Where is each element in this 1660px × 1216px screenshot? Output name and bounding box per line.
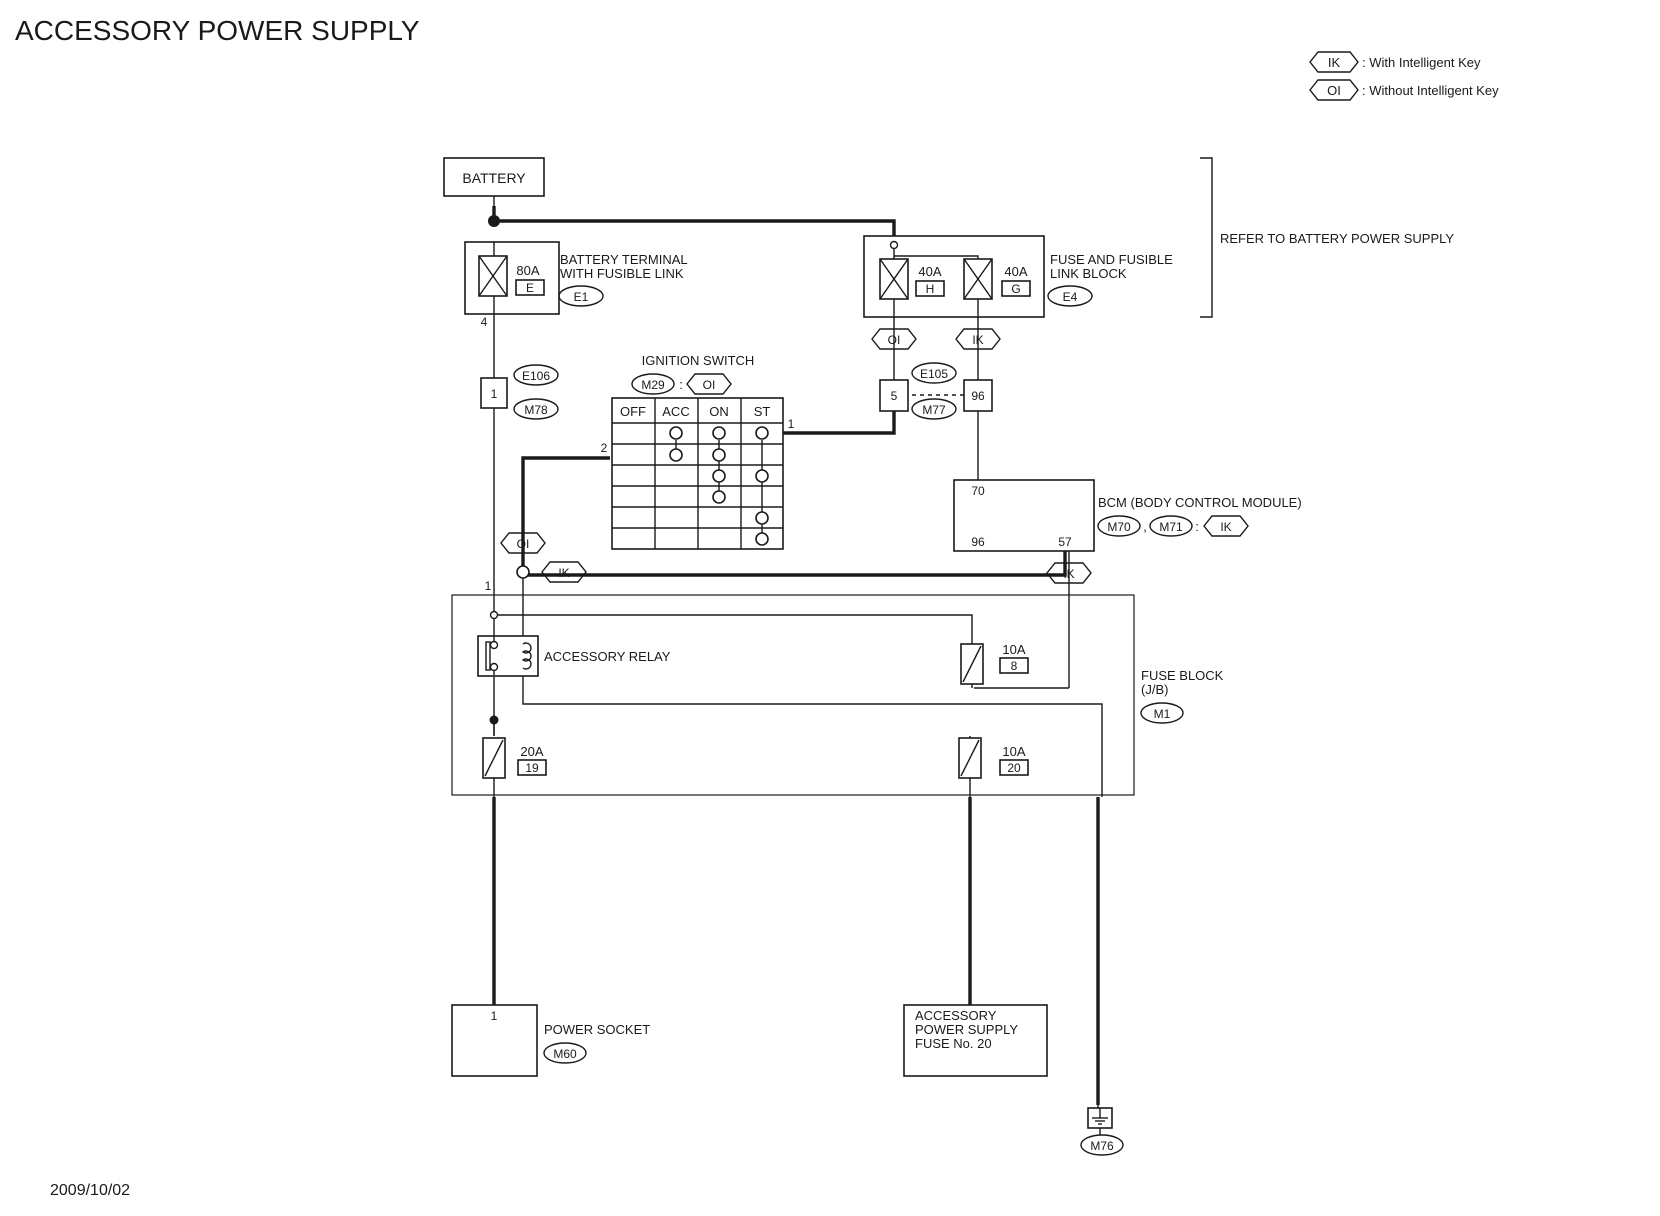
bcm-sep: : [1195,519,1199,534]
fuse-block: 1 ACCESSORY RELAY 10A 8 20A 1 [451,579,1224,796]
accessory-relay: ACCESSORY RELAY [477,633,671,677]
link-h-id: H [926,282,935,296]
acc-line1: ACCESSORY [915,1008,997,1023]
e105-conn-bottom: M77 [922,403,946,417]
fb-pin-in: 1 [485,579,492,593]
ign-col-acc: ACC [662,404,689,419]
link-g-amp: 40A [1004,264,1027,279]
power-socket: 1 POWER SOCKET M60 [451,1004,650,1077]
e106-conn-bottom: M78 [524,403,548,417]
bcm-comma: , [1143,519,1147,534]
ign-grid: OFF ACC ON ST [611,397,784,550]
joint-e106: 1 E106 M78 [480,364,559,420]
flb-tag-ik: IK [972,333,983,347]
fuse-19: 20A 19 [482,737,547,779]
e105-pin-left: 5 [891,389,898,403]
bt-connector: E1 [574,290,589,304]
e106-pin: 1 [491,387,498,401]
fuse8-id: 8 [1011,659,1018,673]
wire-tags: OI IK IK [500,532,1092,584]
bt-line1: BATTERY TERMINAL [560,252,688,267]
ignition-switch: IGNITION SWITCH M29 : OI OFF ACC ON ST [601,353,795,550]
legend-oi-text: : Without Intelligent Key [1362,83,1499,98]
ign-tag: OI [703,378,716,392]
ign-col-off: OFF [620,404,646,419]
fuse19-id: 19 [525,761,539,775]
ps-connector: M60 [553,1047,577,1061]
bt-line2: WITH FUSIBLE LINK [560,266,684,281]
fuse-20: 10A 20 [958,737,1029,779]
e106-conn-top: E106 [522,369,550,383]
legend-oi: OI : Without Intelligent Key [1309,79,1499,101]
bcm-pin-top: 70 [971,484,985,498]
flb-connector: E4 [1063,290,1078,304]
e105-pin-right: 96 [971,389,985,403]
bcm-pin-bl: 96 [971,535,985,549]
link-h-amp: 40A [918,264,941,279]
ign-pin-left: 2 [601,441,608,455]
bt-id: E [526,281,534,295]
fuse20-amp: 10A [1002,744,1025,759]
fb-connector: M1 [1154,707,1171,721]
ign-connector: M29 [641,378,665,392]
fuse-8: 10A 8 [960,642,1029,685]
bcm-pin-br: 57 [1058,535,1072,549]
bt-pin: 4 [481,315,488,329]
ign-sep: : [679,377,683,392]
ground: M76 [1080,1107,1124,1156]
acc-line3: FUSE No. 20 [915,1036,992,1051]
flb-line1: FUSE AND FUSIBLE [1050,252,1173,267]
ign-col-st: ST [754,404,771,419]
bcm-tag: IK [1220,520,1231,534]
refer-bracket: REFER TO BATTERY POWER SUPPLY [1200,157,1454,318]
wire-tag-ik-b: IK [1063,567,1074,581]
battery-junction-dot [488,215,500,227]
fb-line1: FUSE BLOCK [1141,668,1224,683]
battery-terminal: 80A E BATTERY TERMINAL WITH FUSIBLE LINK… [464,241,688,329]
e105-conn-top: E105 [920,367,948,381]
fuse8-amp: 10A [1002,642,1025,657]
battery-label: BATTERY [462,170,526,186]
acc-supply: ACCESSORY POWER SUPPLY FUSE No. 20 [903,1004,1048,1077]
flb-line2: LINK BLOCK [1050,266,1127,281]
ps-pin: 1 [491,1009,498,1023]
fb-line2: (J/B) [1141,682,1168,697]
fuse20-id: 20 [1007,761,1021,775]
refer-note: REFER TO BATTERY POWER SUPPLY [1220,231,1454,246]
joint-e105: 5 96 E105 M77 [879,362,993,420]
legend-ik-tag: IK [1328,55,1341,70]
wires-thin [493,314,1103,1110]
wires-thick [492,206,1100,1105]
legend-ik: IK : With Intelligent Key [1309,51,1481,73]
ps-label: POWER SOCKET [544,1022,650,1037]
bcm-conn2: M71 [1159,520,1183,534]
ign-col-on: ON [709,404,729,419]
battery: BATTERY [443,157,545,227]
bt-amp: 80A [516,263,539,278]
ground-connector: M76 [1090,1139,1114,1153]
date-stamp: 2009/10/02 [50,1182,130,1199]
wire-tag-ik-a: IK [558,566,569,580]
link-g-id: G [1011,282,1020,296]
flb-tag-oi: OI [888,333,901,347]
wire-tag-oi: OI [517,537,530,551]
fuse-link-block: 40A H 40A G FUSE AND FUSIBLE LINK BLOCK … [863,235,1173,350]
legend-oi-tag: OI [1327,83,1341,98]
bcm: 70 96 57 BCM (BODY CONTROL MODULE) M70 ,… [953,479,1302,552]
relay-label: ACCESSORY RELAY [544,649,671,664]
page-title: ACCESSORY POWER SUPPLY [15,15,420,46]
fuse19-amp: 20A [520,744,543,759]
acc-line2: POWER SUPPLY [915,1022,1018,1037]
legend-ik-text: : With Intelligent Key [1362,55,1481,70]
ign-pin-right: 1 [788,417,795,431]
bcm-label: BCM (BODY CONTROL MODULE) [1098,495,1302,510]
legend: IK : With Intelligent Key OI : Without I… [1309,51,1499,101]
bcm-conn1: M70 [1107,520,1131,534]
ign-label: IGNITION SWITCH [642,353,755,368]
